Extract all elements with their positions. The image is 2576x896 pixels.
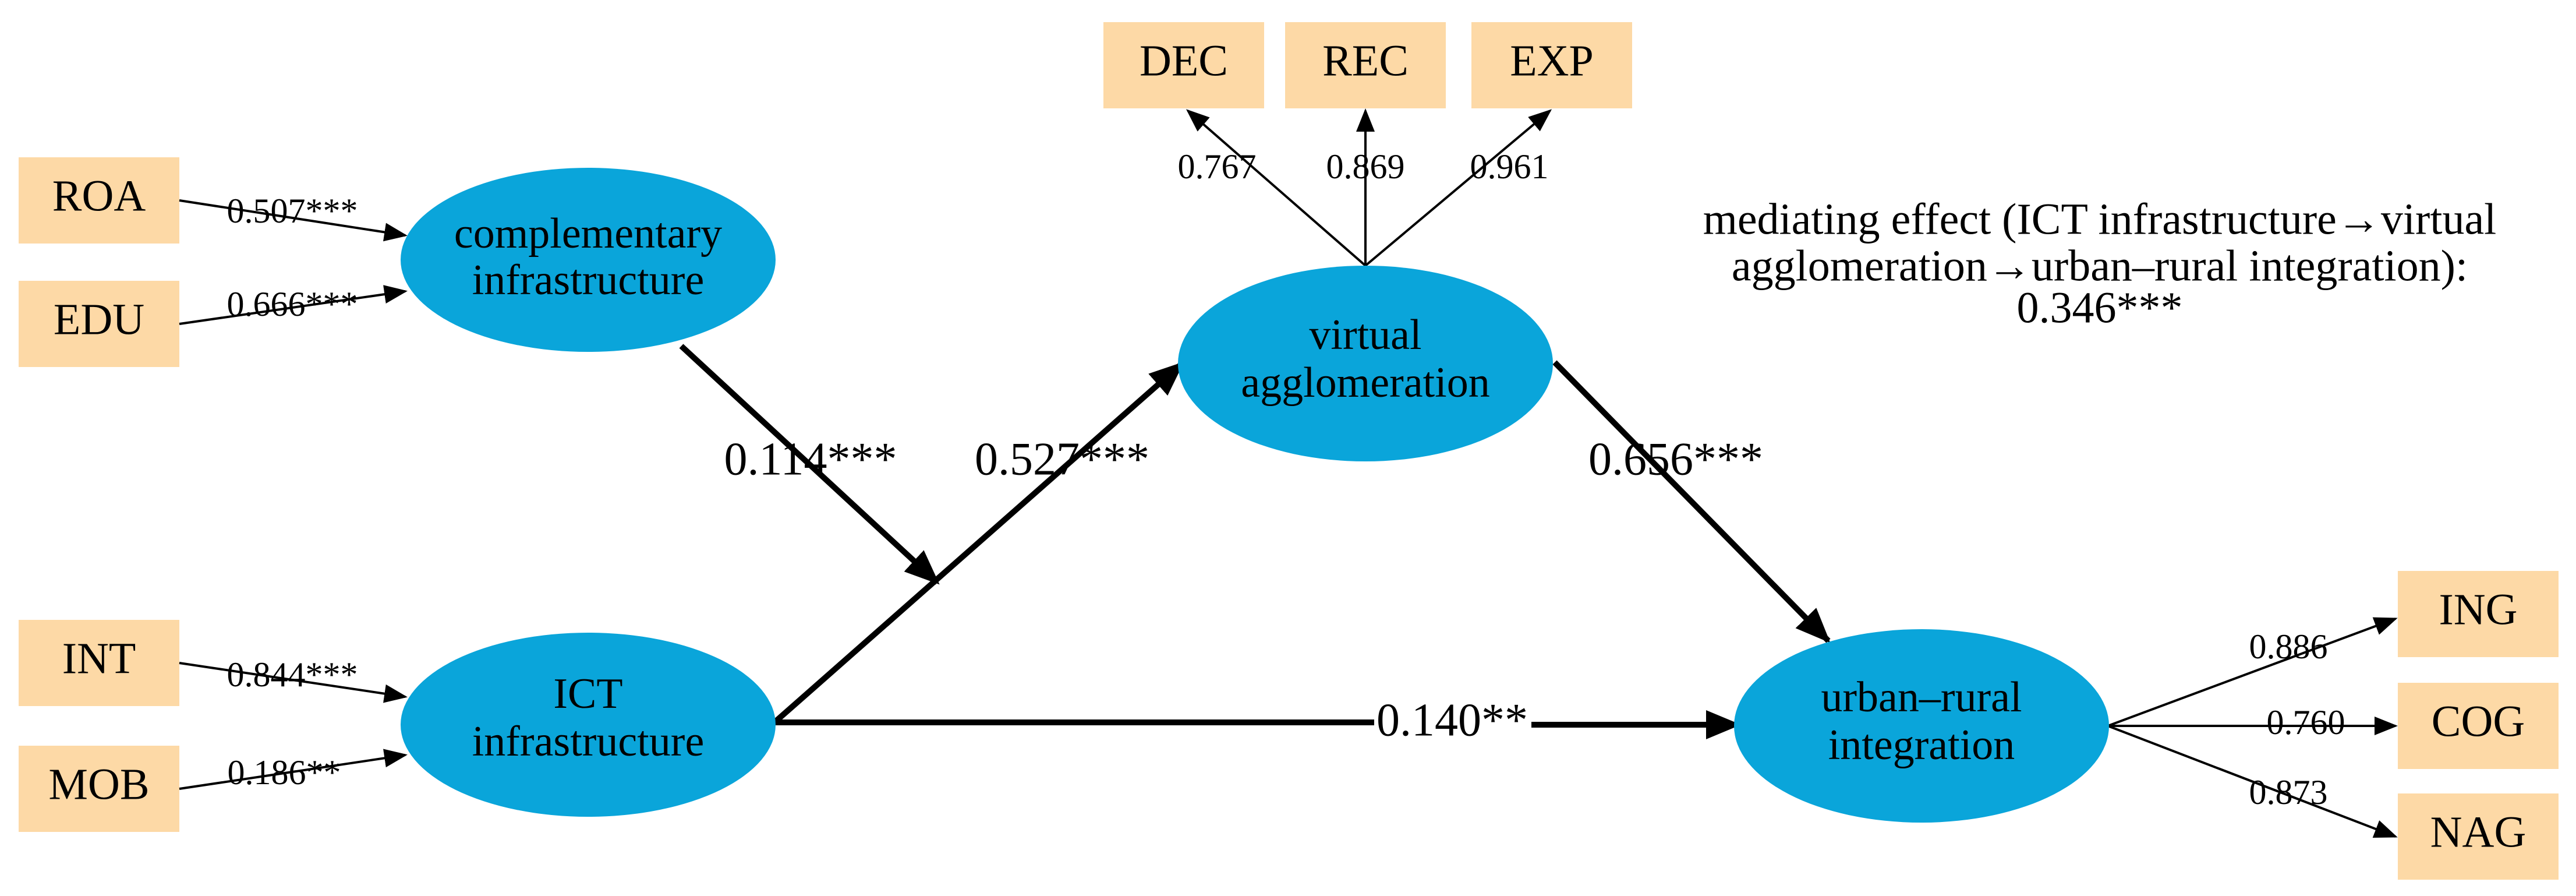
svg-text:INT: INT [62,634,136,683]
indicator-edu: EDU [19,281,179,367]
construct-virtual-agglomeration: virtual agglomeration [1178,266,1553,461]
svg-text:infrastructure: infrastructure [472,256,705,304]
svg-text:EDU: EDU [54,295,144,344]
loading-ing: 0.886 [2249,627,2328,666]
indicator-int: INT [19,620,179,706]
construct-urban-rural-integration: urban–rural integration [1734,629,2109,823]
svg-text:0.346***: 0.346*** [2017,283,2183,332]
svg-text:integration: integration [1828,721,2015,769]
arrow-ing [2107,617,2398,727]
construct-ict-infrastructure: ICT infrastructure [401,633,776,817]
indicator-dec: DEC [1103,22,1264,108]
coef-virtual-to-urban-rural: 0.656*** [1588,433,1763,485]
arrow-edu [179,285,408,325]
path-ict-to-virtual [772,361,1184,725]
svg-text:agglomeration→urban–rural inte: agglomeration→urban–rural integration): [1732,241,2468,290]
svg-text:complementary: complementary [454,210,722,257]
svg-text:ICT: ICT [553,670,622,718]
svg-text:COG: COG [2432,697,2525,746]
arrow-int [179,662,408,703]
svg-text:REC: REC [1322,36,1409,85]
indicator-exp: EXP [1471,22,1632,108]
arrow-dec [1186,109,1367,267]
svg-text:ING: ING [2439,585,2517,634]
indicator-ing: ING [2398,571,2559,657]
indicator-cog: COG [2398,683,2559,769]
path-virtual-to-urban-rural [1552,360,1831,643]
arrow-exp [1364,109,1552,267]
arrow-roa [179,199,408,242]
loading-nag: 0.873 [2249,773,2328,812]
svg-text:DEC: DEC [1140,36,1228,85]
loading-cog: 0.760 [2267,703,2345,742]
loading-dec: 0.767 [1178,147,1257,186]
svg-text:agglomeration: agglomeration [1241,359,1489,407]
svg-text:urban–rural: urban–rural [1821,673,2022,721]
svg-text:EXP: EXP [1510,36,1594,85]
indicator-nag: NAG [2398,793,2559,880]
loading-rec: 0.869 [1326,147,1405,186]
indicator-roa: ROA [19,157,179,244]
svg-text:MOB: MOB [48,760,149,809]
loading-roa: 0.507*** [227,192,358,230]
loading-exp: 0.961 [1470,147,1549,186]
loading-edu: 0.666*** [227,285,358,323]
svg-text:ROA: ROA [52,171,146,220]
indicator-mob: MOB [19,746,179,832]
arrow-mob [179,749,408,790]
mediating-effect-note: mediating effect (ICT infrastructure→vir… [1703,195,2497,332]
path-complementary-moderation [679,344,940,585]
svg-text:infrastructure: infrastructure [472,718,705,766]
coef-complementary-moderation: 0.114*** [724,433,897,485]
loading-int: 0.844*** [227,655,358,694]
construct-complementary-infrastructure: complementary infrastructure [401,168,776,352]
indicator-rec: REC [1285,22,1446,108]
coef-ict-to-urban-rural: 0.140** [1377,694,1528,746]
svg-text:NAG: NAG [2430,807,2527,856]
coef-ict-to-virtual: 0.527*** [975,433,1149,485]
svg-text:virtual: virtual [1309,311,1421,359]
svg-text:mediating effect (ICT infrastr: mediating effect (ICT infrastructure→vir… [1703,195,2497,244]
arrow-nag [2107,725,2398,838]
loading-mob: 0.186** [228,753,341,792]
